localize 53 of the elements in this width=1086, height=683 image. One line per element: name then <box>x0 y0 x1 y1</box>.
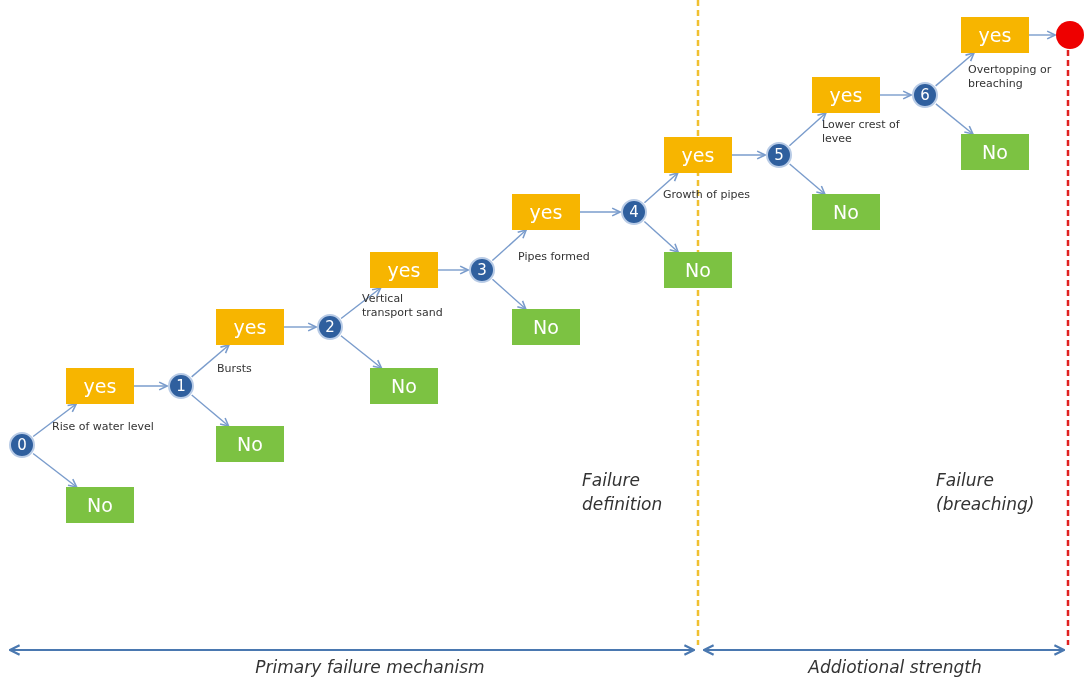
step-number-circle: 5 <box>766 142 792 168</box>
arrow <box>491 278 527 310</box>
arrow <box>283 322 317 332</box>
yes-box: yes <box>664 137 732 173</box>
step-caption: Rise of water level <box>52 420 154 434</box>
step-caption: Pipes formed <box>518 250 590 264</box>
yes-box: yes <box>961 17 1029 53</box>
arrow <box>1028 30 1056 40</box>
boundary-label: Failure (breaching) <box>936 469 1036 516</box>
arrow <box>340 287 382 320</box>
arrow <box>935 103 974 135</box>
step-caption: Overtopping or breaching <box>968 63 1053 91</box>
arrow <box>340 335 383 369</box>
arrow <box>731 150 766 160</box>
no-box: No <box>961 134 1029 170</box>
end-circle <box>1056 21 1084 49</box>
arrow <box>191 394 230 427</box>
arrow <box>788 112 827 147</box>
arrow <box>32 403 77 438</box>
step-caption: Growth of pipes <box>663 188 750 202</box>
step-caption: Bursts <box>217 362 252 376</box>
yes-box: yes <box>512 194 580 230</box>
arrow <box>788 163 826 195</box>
arrow <box>934 52 975 87</box>
step-number-circle: 0 <box>9 432 35 458</box>
range-label: Addiotional strength <box>806 656 983 679</box>
step-caption: Lower crest of levee <box>822 118 901 146</box>
step-number-circle: 6 <box>912 82 938 108</box>
step-number-circle: 1 <box>168 373 194 399</box>
arrow <box>437 265 469 275</box>
no-box: No <box>812 194 880 230</box>
boundary-label: Failure definition <box>582 469 664 516</box>
no-box: No <box>664 252 732 288</box>
arrow <box>643 220 679 253</box>
range-label: Primary failure mechanism <box>254 656 486 679</box>
step-number-circle: 2 <box>317 314 343 340</box>
arrow <box>491 229 527 262</box>
arrow <box>190 344 230 378</box>
no-box: No <box>66 487 134 523</box>
no-box: No <box>216 426 284 462</box>
yes-box: yes <box>216 309 284 345</box>
arrow <box>643 172 679 204</box>
yes-box: yes <box>370 252 438 288</box>
no-box: No <box>370 368 438 404</box>
yes-box: yes <box>66 368 134 404</box>
no-box: No <box>512 309 580 345</box>
yes-box: yes <box>812 77 880 113</box>
arrow <box>32 452 78 488</box>
step-number-circle: 3 <box>469 257 495 283</box>
arrow <box>879 90 912 100</box>
step-number-circle: 4 <box>621 199 647 225</box>
arrow <box>579 207 621 217</box>
arrow <box>133 381 168 391</box>
